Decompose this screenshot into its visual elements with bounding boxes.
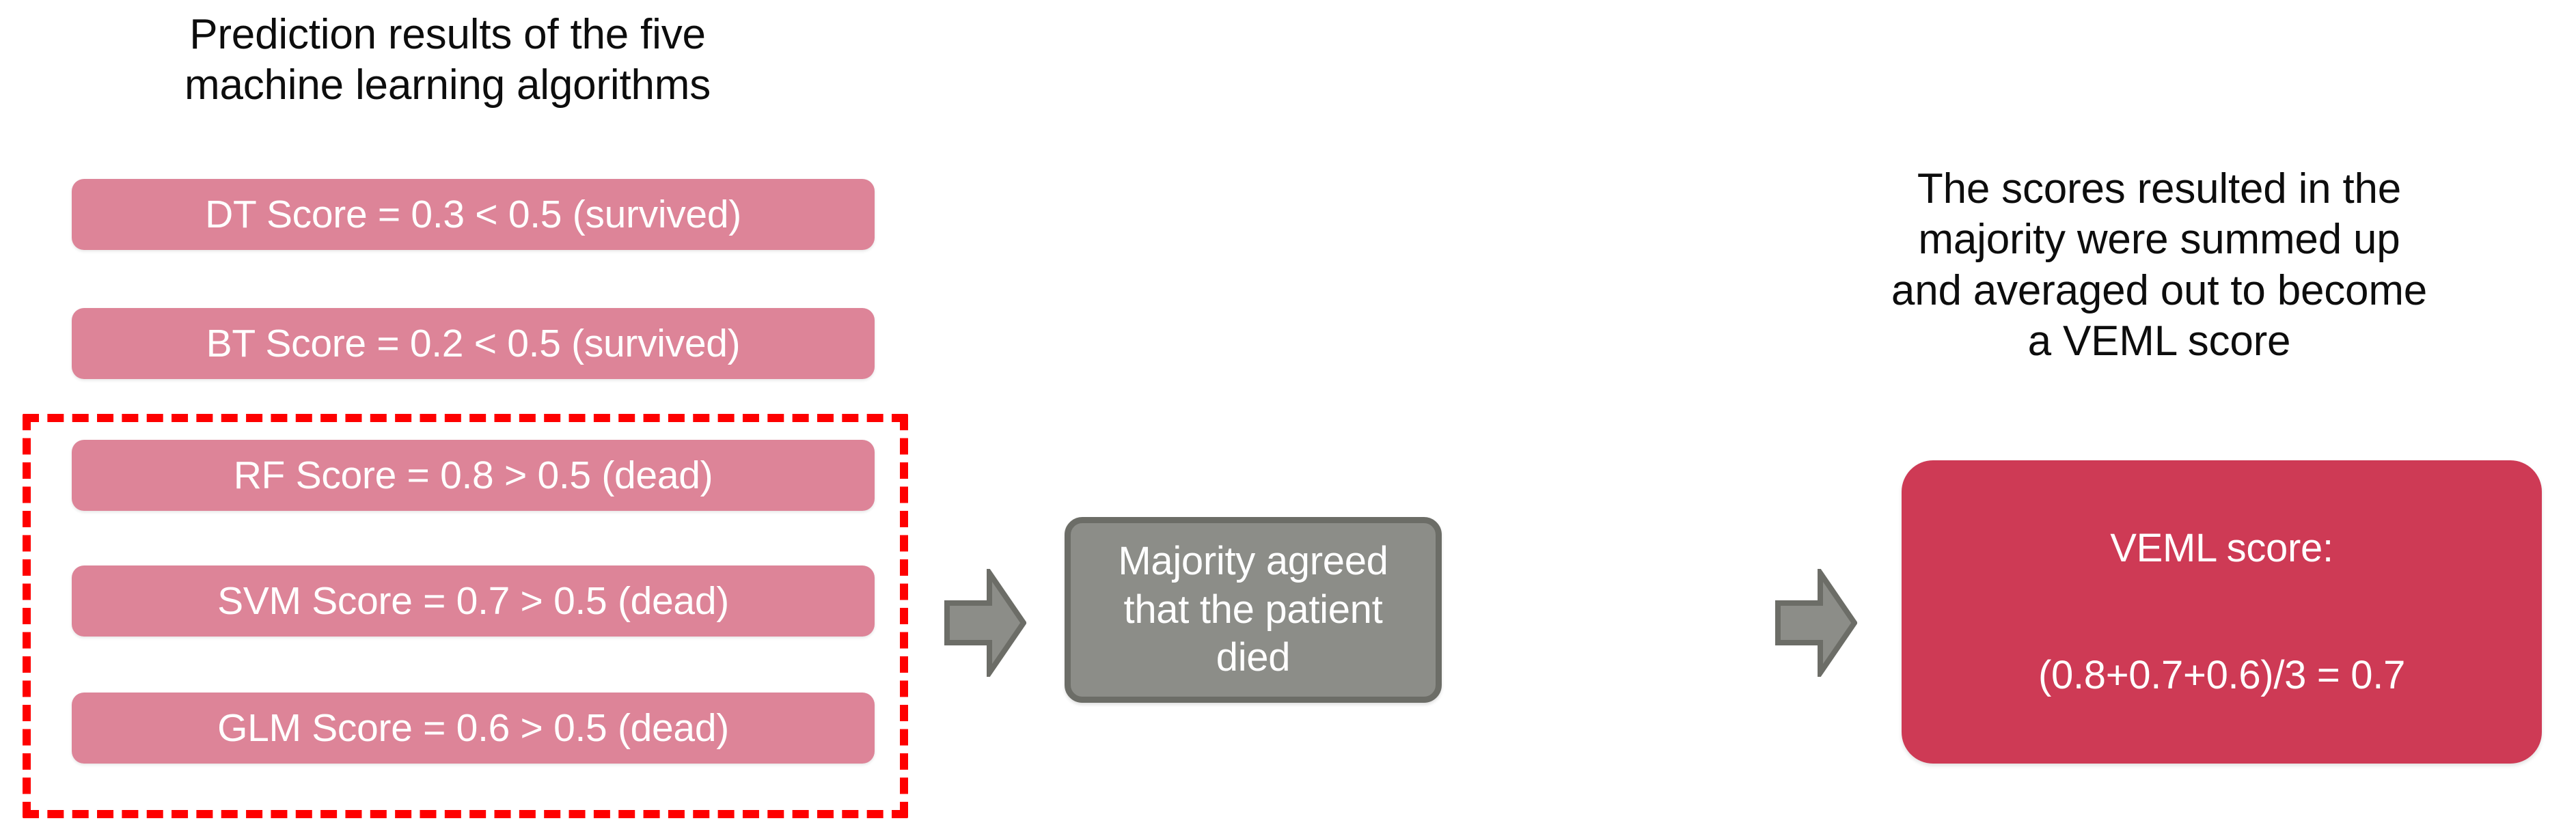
score-box-glm: GLM Score = 0.6 > 0.5 (dead): [72, 693, 875, 764]
majority-verdict-box: Majority agreed that the patient died: [1065, 517, 1442, 703]
arrow-right-icon-2: [1775, 569, 1857, 677]
score-box-svm-label: SVM Score = 0.7 > 0.5 (dead): [217, 578, 729, 623]
score-box-dt: DT Score = 0.3 < 0.5 (survived): [72, 179, 875, 250]
left-caption: Prediction results of the five machine l…: [55, 10, 840, 111]
left-caption-line-2: machine learning algorithms: [184, 61, 711, 109]
veml-score-formula: (0.8+0.7+0.6)/3 = 0.7: [2038, 653, 2406, 697]
score-box-bt: BT Score = 0.2 < 0.5 (survived): [72, 308, 875, 379]
score-box-rf: RF Score = 0.8 > 0.5 (dead): [72, 440, 875, 511]
score-box-rf-label: RF Score = 0.8 > 0.5 (dead): [233, 453, 713, 497]
right-caption-line-2: majority were summed up: [1918, 216, 2400, 264]
right-caption: The scores resulted in the majority were…: [1804, 164, 2515, 367]
right-caption-line-4: a VEML score: [2027, 318, 2291, 365]
veml-score-title: VEML score:: [2110, 526, 2333, 570]
score-box-glm-label: GLM Score = 0.6 > 0.5 (dead): [217, 706, 729, 750]
right-caption-line-1: The scores resulted in the: [1917, 165, 2402, 212]
score-box-bt-label: BT Score = 0.2 < 0.5 (survived): [206, 321, 741, 365]
veml-score-box: VEML score: (0.8+0.7+0.6)/3 = 0.7: [1902, 460, 2542, 764]
score-box-dt-label: DT Score = 0.3 < 0.5 (survived): [205, 192, 741, 236]
right-caption-line-3: and averaged out to become: [1891, 266, 2428, 314]
score-box-svm: SVM Score = 0.7 > 0.5 (dead): [72, 565, 875, 637]
arrow-right-icon-1: [944, 569, 1026, 677]
left-caption-line-1: Prediction results of the five: [189, 11, 706, 58]
majority-verdict-label: Majority agreed that the patient died: [1118, 538, 1388, 680]
